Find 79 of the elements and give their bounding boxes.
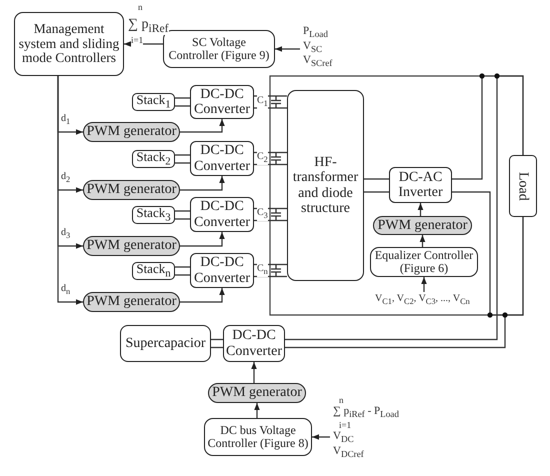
arrow bbox=[180, 232, 225, 247]
connector-line bbox=[285, 75, 524, 340]
generator-box bbox=[208, 383, 306, 403]
connector-line bbox=[174, 97, 191, 107]
signal-input-text: ∑ p$_{iRef}$ - P$_{Load}$ bbox=[333, 404, 399, 420]
box-label: DC-AC Inverter bbox=[397, 170, 444, 200]
box-label: PWM generator bbox=[86, 238, 176, 254]
connector-line bbox=[253, 152, 288, 166]
generator-box bbox=[83, 236, 180, 256]
box-label: Stack$_{2}$ bbox=[136, 150, 171, 168]
signal-input-text: V$_{DC}$ bbox=[333, 430, 354, 445]
edge-label: d$_{3}$ bbox=[61, 227, 70, 241]
box-label: HF-transformer and diode structure bbox=[292, 154, 360, 216]
edge-label: C$_{2}$ bbox=[257, 151, 268, 165]
signal-label: i=1 bbox=[131, 35, 144, 46]
box-label: DC-DC Converter bbox=[226, 328, 282, 359]
box-label: DC bus Voltage Controller (Figure 8) bbox=[207, 424, 309, 450]
arrow bbox=[57, 76, 83, 305]
box-label: Load bbox=[515, 172, 531, 200]
generator-box bbox=[83, 292, 180, 312]
arrow bbox=[420, 235, 426, 247]
connector-line bbox=[452, 191, 524, 316]
connector-line bbox=[253, 95, 288, 109]
connector-line bbox=[174, 266, 191, 276]
arrow bbox=[124, 41, 163, 47]
edge-label: C$_{1}$ bbox=[257, 95, 268, 109]
box-label: DC-DC Converter bbox=[193, 86, 251, 118]
signal-input-text: V$_{C1}$, V$_{C2}$, V$_{C3}$, ..., V$_{Cn}$ bbox=[375, 292, 470, 306]
arrow bbox=[180, 176, 225, 191]
box-label: SC Voltage Controller (Figure 9) bbox=[168, 36, 270, 62]
connector-line bbox=[210, 338, 224, 348]
box-label: Stack$_{1}$ bbox=[136, 92, 171, 112]
box-label: PWM generator bbox=[86, 124, 176, 140]
signal-input-text: i=1 bbox=[339, 420, 352, 430]
box-label: Stack$_{n}$ bbox=[136, 262, 171, 280]
box-label: DC-DC Converter bbox=[193, 199, 251, 230]
process-box bbox=[132, 93, 175, 111]
arrow bbox=[254, 403, 260, 418]
connector-line bbox=[253, 264, 288, 278]
edge-label: C$_{n}$ bbox=[257, 263, 268, 277]
arrow bbox=[251, 362, 257, 383]
process-box bbox=[132, 150, 175, 168]
arrow bbox=[180, 288, 225, 303]
box-label: Stack$_{3}$ bbox=[136, 206, 171, 224]
box-label: PWM generator bbox=[212, 385, 302, 401]
box-label: PWM generator bbox=[378, 218, 468, 234]
connector-line bbox=[174, 210, 191, 220]
process-box bbox=[204, 418, 312, 456]
process-box bbox=[287, 90, 364, 281]
load-box bbox=[509, 155, 537, 217]
arrow bbox=[421, 277, 427, 292]
connector-line bbox=[363, 178, 390, 193]
box-label: DC-DC Converter bbox=[193, 143, 251, 174]
process-box bbox=[120, 325, 211, 362]
box-label: DC-DC Converter bbox=[193, 255, 251, 286]
edge-label: d$_{1}$ bbox=[61, 113, 70, 127]
connector-line bbox=[174, 154, 191, 164]
box-label: PWM generator bbox=[86, 182, 176, 198]
generator-box bbox=[83, 180, 180, 200]
process-box bbox=[14, 12, 124, 76]
arrow bbox=[312, 434, 330, 440]
connector-line bbox=[253, 208, 288, 222]
arrow bbox=[180, 119, 225, 133]
edge-label: C$_{3}$ bbox=[257, 207, 268, 221]
box-label: Supercapacior bbox=[125, 336, 206, 352]
edge-label: d$_{2}$ bbox=[61, 171, 70, 185]
box-label: Management system and sliding mode Controllers bbox=[18, 22, 120, 66]
arrow bbox=[275, 46, 300, 52]
box-label: Equalizer Controller (Figure 6) bbox=[374, 248, 474, 276]
edge-label: d$_{n}$ bbox=[61, 283, 70, 297]
box-label: PWM generator bbox=[86, 294, 176, 310]
edge-label: ∑ p$_{iRef}$ bbox=[128, 17, 169, 36]
arrow bbox=[418, 203, 424, 216]
generator-box bbox=[373, 216, 472, 235]
process-box bbox=[389, 167, 452, 203]
signal-input-text: V$_{DCref}$ bbox=[333, 444, 364, 460]
process-box bbox=[132, 206, 175, 224]
process-box bbox=[132, 262, 175, 280]
generator-box bbox=[83, 122, 180, 142]
